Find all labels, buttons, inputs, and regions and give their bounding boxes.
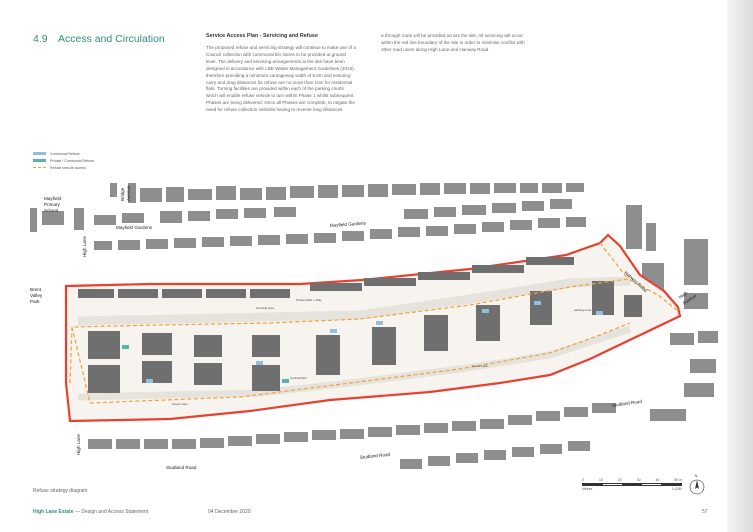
scale-tick: 0 bbox=[582, 478, 584, 482]
map-label: High Lane bbox=[76, 434, 81, 455]
map-label: Valley bbox=[30, 293, 43, 298]
project-name: High Lane Estate bbox=[33, 509, 74, 515]
legend-item: Refuse vehicle access bbox=[33, 164, 94, 171]
column-body-continued: a through route will be provided across … bbox=[381, 33, 525, 52]
section-title: 4.9 Access and Circulation bbox=[33, 33, 165, 45]
legend-label: Refuse vehicle access bbox=[50, 165, 86, 170]
legend-swatch bbox=[33, 158, 46, 163]
terrace-mayfield-north bbox=[94, 199, 572, 225]
terrace-north bbox=[140, 183, 584, 202]
map-label: Green Lane bbox=[472, 364, 488, 368]
legend-item: Communal Refuse bbox=[33, 150, 94, 157]
map-label: Growing area bbox=[256, 306, 274, 310]
column-heading: Service Access Plan - Servicing and Refu… bbox=[206, 33, 318, 39]
terrace-mayfield-south bbox=[94, 217, 586, 250]
map-label: Pocket Park + Play bbox=[296, 298, 322, 302]
map-label: Primary bbox=[44, 202, 61, 207]
map-label: School bbox=[44, 208, 58, 213]
map-label: Avenue bbox=[126, 185, 131, 201]
section-number: 4.9 bbox=[33, 33, 48, 45]
page-number: 57 bbox=[702, 509, 708, 515]
text-column-1: Service Access Plan - Servicing and Refu… bbox=[206, 33, 356, 114]
column-body: The proposed refuse and servicing strate… bbox=[206, 45, 356, 113]
site-plan-map: Mayfield Primary School Brent Valley Par… bbox=[30, 183, 720, 473]
map-label: Green Lane bbox=[172, 402, 188, 406]
map-label: Mayfield Gardens bbox=[330, 220, 367, 228]
map-legend: Communal Refuse Private / Communal Refus… bbox=[33, 150, 94, 171]
scale-bar: 0 10 20 30 40 50 m Metres 1:1250 bbox=[582, 478, 682, 491]
map-label: Studland Road bbox=[166, 465, 197, 470]
legend-swatch bbox=[33, 167, 46, 168]
scale-tick: 10 bbox=[598, 478, 603, 482]
map-label: parking court bbox=[574, 308, 592, 312]
scale-tick: 20 bbox=[617, 478, 622, 482]
figure-caption: Refuse strategy diagram bbox=[33, 488, 88, 494]
refuse-stores bbox=[122, 301, 603, 383]
north-arrow-icon: N bbox=[689, 473, 705, 495]
map-label: Mayfield Gardens bbox=[116, 225, 153, 230]
western-blocks bbox=[78, 289, 290, 393]
page-footer: High Lane Estate — Design and Access Sta… bbox=[33, 509, 251, 515]
legend-swatch bbox=[33, 151, 46, 156]
north-label: N bbox=[695, 473, 698, 478]
scale-tick: 50 m bbox=[674, 478, 682, 482]
scale-tick: 40 bbox=[655, 478, 660, 482]
map-label: Studland Road bbox=[360, 452, 391, 460]
map-label: High bbox=[678, 290, 689, 300]
eastern-blocks bbox=[316, 281, 642, 375]
map-label: Brent bbox=[30, 287, 42, 292]
legend-label: Communal Refuse bbox=[50, 151, 80, 156]
terrace-studland bbox=[88, 403, 616, 469]
document-date: 04 December 2020 bbox=[208, 509, 251, 515]
map-label: Bridge bbox=[120, 187, 125, 201]
scale-unit: Metres bbox=[582, 487, 593, 491]
legend-item: Private / Communal Refuse bbox=[33, 157, 94, 164]
map-label: High Lane bbox=[82, 236, 87, 257]
refuse-route bbox=[69, 278, 679, 384]
scale-ratio: 1:1250 bbox=[671, 487, 682, 491]
map-label: Park bbox=[30, 299, 40, 304]
scale-tick: 30 bbox=[636, 478, 641, 482]
map-label: Mayfield bbox=[44, 196, 62, 201]
legend-label: Private / Communal Refuse bbox=[50, 158, 94, 163]
page-edge bbox=[727, 0, 753, 532]
map-label: Central Park bbox=[290, 376, 307, 380]
site-terrace-north bbox=[310, 257, 574, 291]
document-name: — Design and Access Statement bbox=[73, 509, 149, 515]
section-heading: Access and Circulation bbox=[57, 33, 165, 45]
text-column-2: a through route will be provided across … bbox=[381, 33, 531, 54]
map-label: Studland Road bbox=[611, 399, 642, 408]
